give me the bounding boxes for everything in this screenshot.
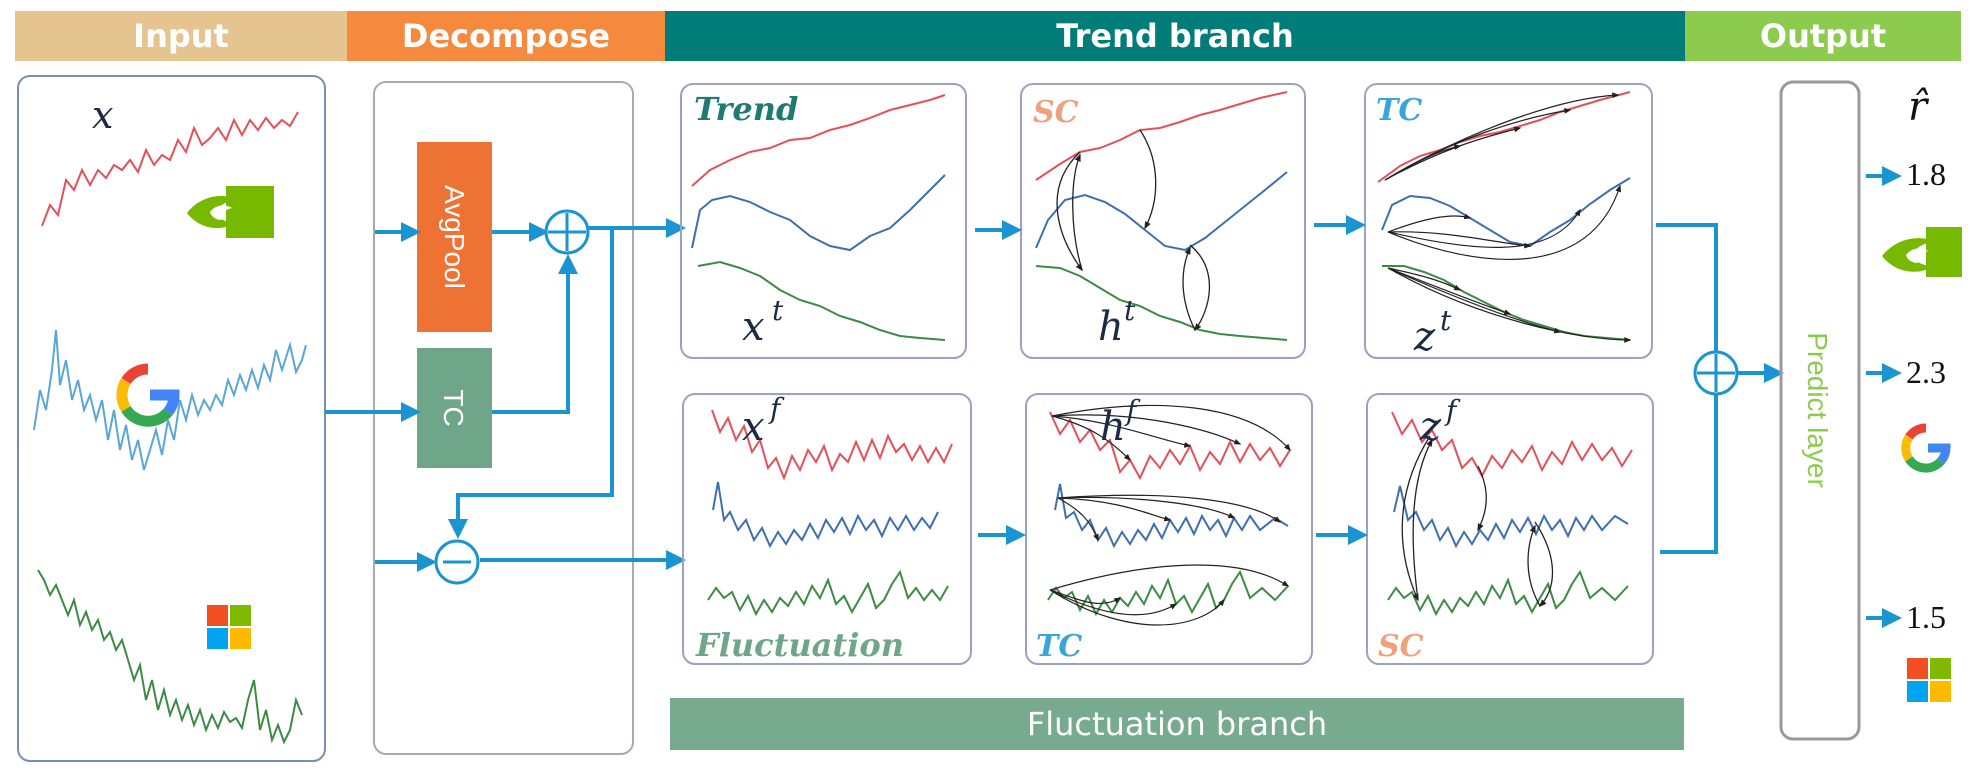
fluct-series-red <box>711 409 953 481</box>
svg-text:x: x <box>742 304 765 350</box>
tc-top-label: TC <box>1376 93 1422 128</box>
input-panel <box>17 75 326 762</box>
add-operator-icon <box>544 209 590 255</box>
tc-top-edges <box>1384 92 1632 343</box>
output-value-microsoft: 1.5 <box>1906 599 1946 635</box>
google-logo-icon <box>116 363 180 427</box>
trend-branch-header: Trend branch <box>665 11 1685 61</box>
google-logo-icon <box>1901 423 1951 473</box>
sc-bottom-series-red <box>1391 411 1633 479</box>
tc-bottom-label: TC <box>1036 629 1082 664</box>
sc-top-series-blue <box>1035 171 1288 252</box>
svg-text:t: t <box>1440 304 1452 337</box>
output-value-google: 2.3 <box>1906 354 1946 390</box>
predict-layer-box <box>1779 80 1861 741</box>
xt-symbol: x t <box>742 294 784 350</box>
sc-bottom-series-blue <box>1393 485 1629 549</box>
svg-text:z: z <box>1413 314 1436 360</box>
trend-label: Trend <box>694 90 798 128</box>
fluctuation-panel <box>682 393 972 665</box>
svg-text:f: f <box>1124 394 1141 427</box>
input-series-google <box>33 329 307 471</box>
sc-top-label: SC <box>1033 95 1079 130</box>
xf-symbol: x f <box>742 392 785 450</box>
trend-series-blue <box>691 174 946 252</box>
svg-text:f: f <box>768 392 785 425</box>
tc-box-label: TC <box>438 389 469 426</box>
hf-symbol: h f <box>1100 394 1141 450</box>
trend-panel <box>680 83 967 359</box>
nvidia-logo-icon <box>187 186 274 238</box>
decompose-header: Decompose <box>347 11 665 61</box>
svg-text:t: t <box>1124 294 1136 327</box>
tc-bottom-series-blue <box>1054 483 1289 549</box>
avgpool-label: AvgPool <box>439 185 470 289</box>
fluct-series-blue <box>712 481 939 549</box>
svg-text:h: h <box>1098 304 1124 350</box>
sc-bottom-edges <box>1401 435 1554 608</box>
ht-symbol: h t <box>1098 294 1136 350</box>
sc-bottom-label: SC <box>1378 629 1424 664</box>
zt-symbol: z t <box>1413 304 1452 360</box>
trend-series-red <box>691 94 946 187</box>
nvidia-logo-icon <box>1882 227 1962 277</box>
sc-bottom-series-green <box>1387 569 1629 617</box>
svg-text:x: x <box>92 93 113 137</box>
tc-top-series-blue <box>1381 177 1631 248</box>
decompose-panel <box>373 81 634 755</box>
svg-text:z: z <box>1419 404 1442 450</box>
sc-top-series-green <box>1035 265 1288 341</box>
input-header: Input <box>15 11 347 61</box>
tc-top-series-red <box>1377 91 1631 183</box>
microsoft-logo-icon <box>207 605 251 649</box>
tc-bottom-series-red <box>1049 411 1291 481</box>
tc-bottom-panel <box>1025 393 1313 665</box>
output-header: Output <box>1685 11 1961 61</box>
svg-text:h: h <box>1100 404 1126 450</box>
trend-series-green <box>697 260 946 341</box>
svg-text:f: f <box>1444 394 1461 427</box>
tc-bottom-series-green <box>1047 569 1289 617</box>
input-series-microsoft <box>37 569 303 745</box>
svg-text:x: x <box>742 404 765 450</box>
fluctuation-label: Fluctuation <box>695 626 904 664</box>
tc-bottom-edges <box>1049 404 1291 626</box>
rhat-symbol: r̂ <box>1908 84 1930 130</box>
sc-bottom-panel <box>1366 393 1654 665</box>
input-x-symbol: x <box>92 93 113 137</box>
zf-symbol: z f <box>1419 394 1461 450</box>
tc-box <box>417 348 492 468</box>
sc-top-edges <box>1056 129 1211 332</box>
fluct-series-green <box>707 569 949 617</box>
output-value-nvidia: 1.8 <box>1906 156 1946 192</box>
microsoft-logo-icon <box>1907 658 1951 702</box>
subtract-operator-icon <box>434 539 480 585</box>
svg-text:t: t <box>772 294 784 327</box>
combine-operator-icon <box>1693 350 1739 396</box>
input-series-nvidia <box>41 111 299 227</box>
tc-top-series-green <box>1382 265 1631 341</box>
avgpool-box <box>417 142 492 332</box>
fluctuation-branch-bar: Fluctuation branch <box>670 698 1684 750</box>
predict-layer-label: Predict layer <box>1802 332 1833 488</box>
